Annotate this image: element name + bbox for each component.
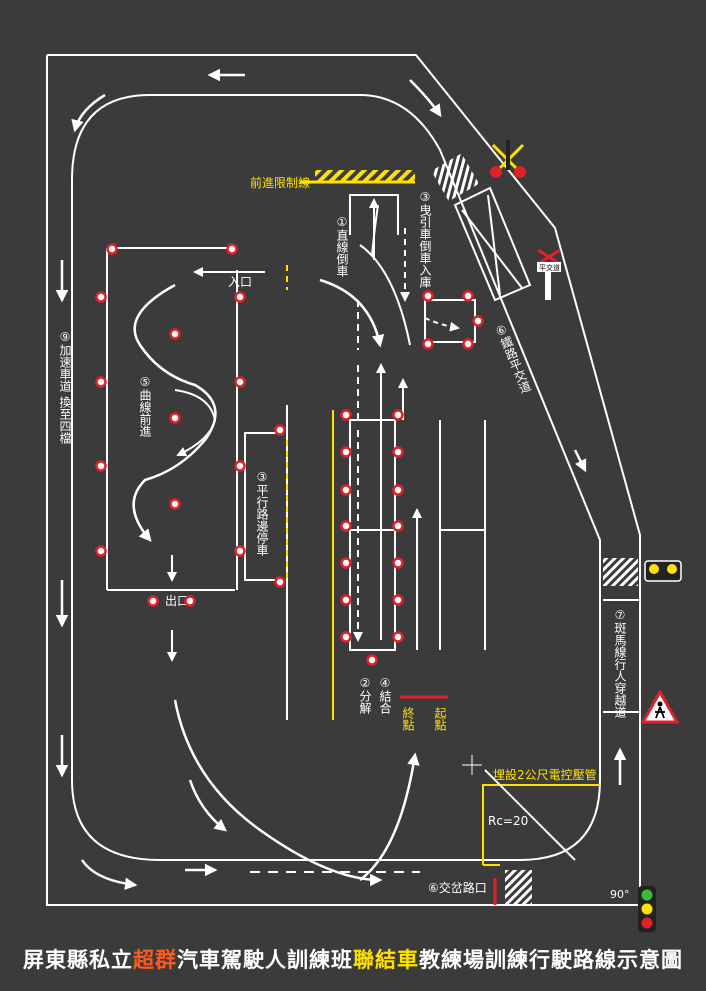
title-middle: 汽車駕駛人訓練班 — [177, 948, 353, 972]
reverse-bay — [349, 194, 399, 235]
crosswalk-label: ⑦斑馬線行人穿越道 — [613, 608, 627, 718]
parallel-parking-label: ③平行路邊停車 — [255, 470, 269, 557]
railroad-crossing-sign-icon: 平交道 — [537, 248, 561, 300]
railroad-crossing-label: ⑥鐵路平交道 — [492, 321, 533, 395]
railroad-signal-icon — [490, 140, 526, 178]
outer-boundary — [46, 54, 641, 906]
traffic-light-icon — [638, 886, 656, 932]
crosswalk — [603, 558, 638, 586]
title-suffix: 教練場訓練行駛路線示意圖 — [419, 948, 683, 972]
cones — [95, 243, 484, 666]
forward-limit-label: 前進限制線 — [250, 175, 310, 190]
title-prefix: 屏東縣私立 — [23, 948, 133, 972]
entrance-label: 入口 — [228, 275, 252, 289]
straight-reverse-label: ①直線倒車 — [335, 215, 349, 278]
railroad-crossing — [431, 153, 532, 302]
curve-area — [106, 247, 238, 591]
page-title: 屏東縣私立超群汽車駕駛人訓練班聯結車教練場訓練行駛路線示意圖 — [0, 944, 706, 974]
conduit-label: 埋設2公尺電控壓管 — [493, 767, 597, 782]
intersection-crosswalk — [505, 870, 532, 905]
parallel-parking — [244, 405, 288, 720]
conduit-area — [462, 755, 600, 866]
title-highlight: 聯結車 — [353, 948, 419, 972]
end-point-label: 終點 — [401, 706, 415, 731]
loop-lane — [71, 94, 601, 861]
rc-label: Rc=20 — [488, 814, 528, 828]
rail-sign-text: 平交道 — [539, 263, 560, 272]
exit-label: 出口 — [165, 594, 189, 608]
title-brand: 超群 — [133, 948, 177, 972]
combine-label: ④結合 — [378, 676, 392, 714]
curve-path — [132, 283, 217, 542]
split-label: ②分解 — [358, 676, 372, 715]
curve-forward-label: ⑤曲線前進 — [138, 375, 152, 438]
pedestrian-warning-icon — [640, 688, 680, 724]
accelerate-label: ⑨加速車道 換至四檔 — [58, 330, 72, 444]
angle-label: 90° — [610, 888, 630, 901]
trailer-reverse-label: ③曳引車倒車入庫 — [418, 190, 432, 289]
loop-arrows — [55, 68, 627, 890]
intersection-label: ⑥交岔路口 — [428, 880, 487, 895]
exit-route — [173, 699, 383, 887]
forward-limit-hatch — [315, 170, 415, 182]
caution-light-icon — [644, 560, 682, 582]
start-point-label: 起點 — [433, 707, 447, 731]
